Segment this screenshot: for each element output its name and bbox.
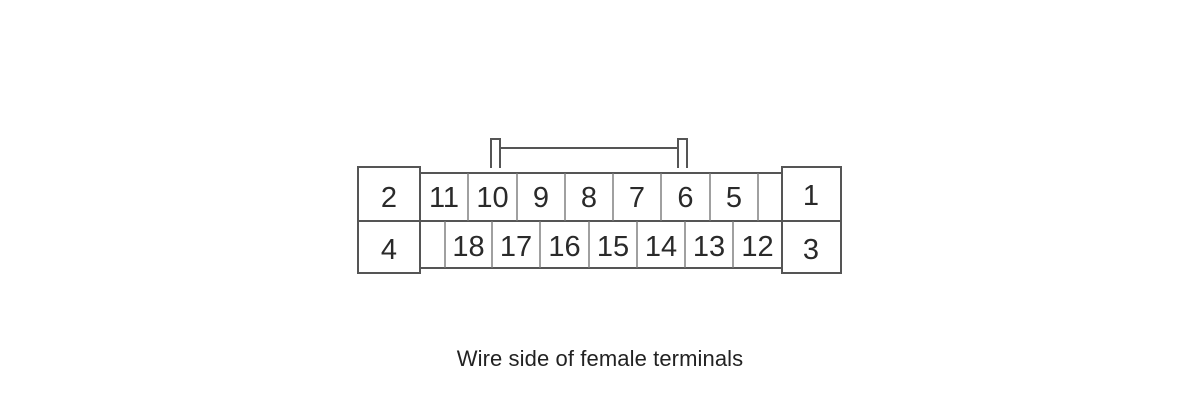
pin-1-label: 1: [803, 180, 819, 212]
pin-5-label: 5: [726, 182, 742, 214]
pin-12-label: 12: [741, 231, 773, 263]
pin-10-label: 10: [476, 182, 508, 214]
pin-8-label: 8: [581, 182, 597, 214]
pin-2-label: 2: [381, 182, 397, 214]
pin-9-label: 9: [533, 182, 549, 214]
pin-dividers: [444, 173, 759, 268]
pin-7-label: 7: [629, 182, 645, 214]
pin-3-label: 3: [803, 234, 819, 266]
pin-16-label: 16: [548, 231, 580, 263]
pin-17-label: 17: [500, 231, 532, 263]
pin-15-label: 15: [597, 231, 629, 263]
pin-13-label: 13: [693, 231, 725, 263]
diagram-caption: Wire side of female terminals: [456, 346, 744, 371]
connector-outline: [357, 138, 842, 274]
pin-14-label: 14: [645, 231, 677, 263]
pin-4-label: 4: [381, 234, 397, 266]
pin-11-label: 11: [429, 182, 459, 214]
pin-18-label: 18: [452, 231, 484, 263]
pin-6-label: 6: [677, 182, 693, 214]
connector-latch: [490, 138, 688, 168]
